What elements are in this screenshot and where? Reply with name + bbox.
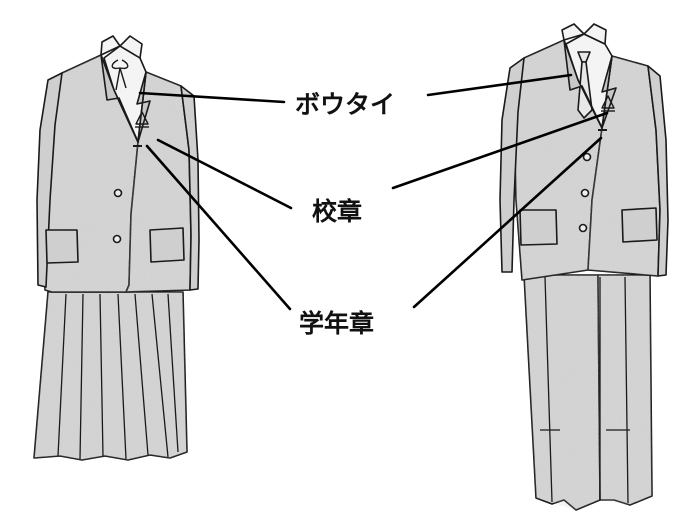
- girls-uniform: [33, 35, 200, 461]
- boys-button-2: [580, 188, 590, 198]
- callout-school-left: [156, 138, 293, 210]
- boys-button-3: [578, 223, 588, 233]
- boys-trousers: [523, 274, 653, 511]
- label-grade-badge: 学年章: [299, 309, 375, 338]
- callout-lines: [138, 73, 609, 311]
- label-school-badge: 校章: [312, 197, 363, 226]
- girls-pocket-right: [149, 227, 185, 263]
- boys-jacket: [499, 23, 669, 281]
- callout-bowtie-left: [138, 91, 286, 104]
- boys-pocket-right: [621, 207, 658, 243]
- callout-school-right: [391, 111, 609, 190]
- girls-jacket: [36, 35, 200, 293]
- girls-button-1: [113, 188, 123, 198]
- boys-school-badge: [601, 95, 615, 112]
- boys-pocket-left: [519, 209, 558, 246]
- callout-bowtie-right: [426, 73, 573, 97]
- girls-school-badge: [135, 111, 149, 128]
- girls-pocket-left: [45, 229, 79, 264]
- callout-grade-left: [145, 144, 292, 311]
- callout-grade-right: [412, 136, 603, 309]
- boys-necktie: [577, 51, 593, 119]
- girls-bowtie: [111, 59, 129, 91]
- label-bowtie: ボウタイ: [295, 90, 396, 119]
- boys-uniform: [499, 23, 669, 511]
- boys-button-1: [582, 152, 592, 162]
- girls-button-2: [112, 234, 122, 244]
- girls-skirt: [33, 291, 188, 461]
